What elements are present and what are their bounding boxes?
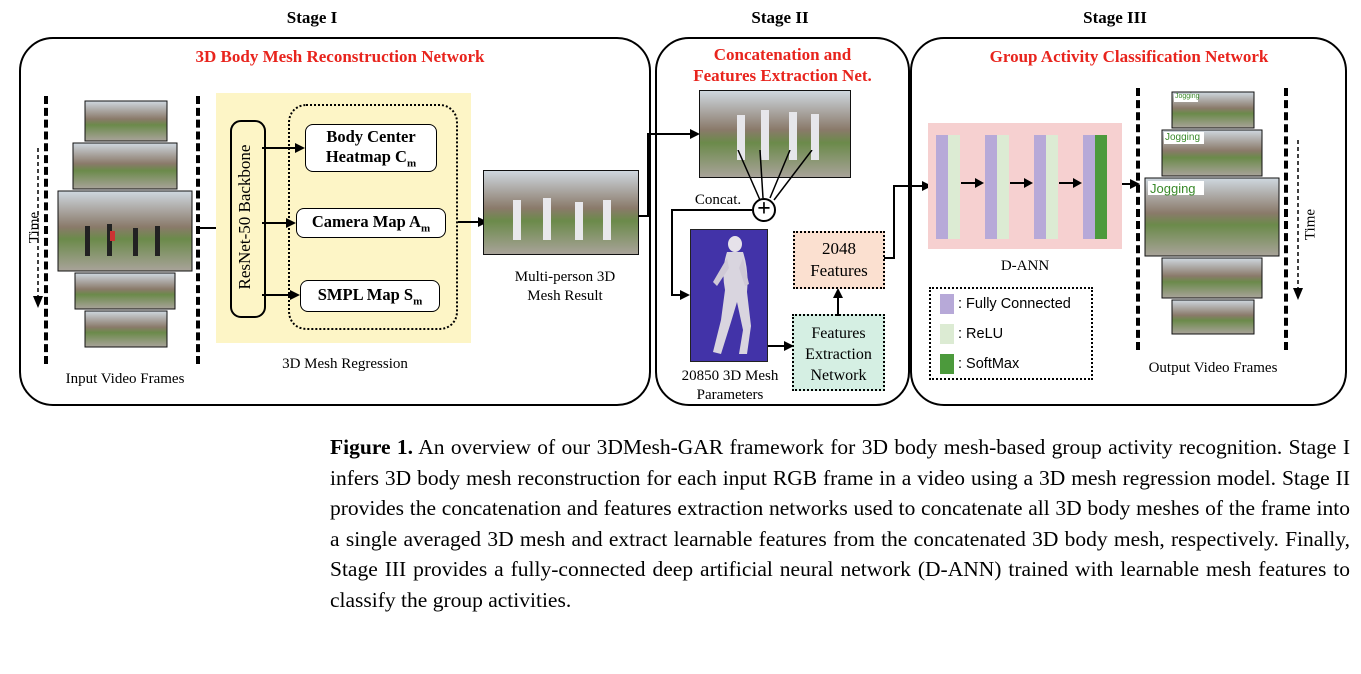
time-label-left: Time [26, 211, 43, 244]
smpl-map-wrap: SMPL Map Sm [300, 285, 440, 311]
input-dash-right [196, 96, 200, 364]
input-video-frames-label: Input Video Frames [65, 371, 185, 387]
features-line1: 2048 [822, 239, 856, 258]
legend-relu-label: : ReLU [958, 326, 1004, 342]
stage-2-subtitle-line2: Features Extraction Net. [693, 66, 872, 85]
smpl-map-sub: m [413, 295, 423, 308]
mesh-regression-label: 3D Mesh Regression [282, 356, 408, 372]
concat-to-params-path [671, 209, 752, 300]
camera-map-label: Camera Map A [311, 212, 421, 231]
stage-1-panel [19, 37, 651, 406]
legend-relu-swatch [940, 324, 954, 344]
caption-text: An overview of our 3DMesh-GAR framework … [330, 435, 1350, 612]
mesh-params-image [690, 229, 768, 362]
concat-plus-node: + [752, 197, 776, 222]
jogging-tag-1: Jogging [1175, 93, 1200, 100]
legend-softmax-swatch [940, 354, 954, 374]
output-frame-2 [1161, 129, 1263, 177]
time-label-right: Time [1302, 208, 1319, 241]
heatmap-line2: Heatmap C [325, 147, 407, 166]
mesh-body-icon [713, 236, 751, 354]
legend-fc-swatch [940, 294, 954, 314]
output-dash-right [1284, 88, 1288, 350]
arrow-to-fe [768, 341, 794, 351]
params-line1: 20850 3D Mesh [681, 368, 779, 384]
camera-map-box [296, 208, 446, 238]
output-frames-stack [1144, 91, 1280, 335]
fe-line3: Network [810, 367, 867, 384]
stage-1-title: Stage I [286, 8, 338, 27]
fc-layer-1 [936, 135, 948, 239]
concat-label: Concat. [694, 192, 742, 208]
input-frame-5 [84, 310, 168, 348]
input-frame-2 [72, 142, 178, 190]
stage-3-subtitle: Group Activity Classification Network [989, 47, 1269, 66]
relu-layer-1 [948, 135, 960, 239]
dann-layers [936, 135, 1107, 239]
mesh-result-image [483, 170, 639, 255]
legend-fc-label: : Fully Connected [958, 296, 1071, 312]
input-frame-3 [57, 190, 193, 272]
arrow-to-output [1122, 179, 1140, 189]
arrow-to-features [833, 288, 843, 316]
fc-layer-3 [1034, 135, 1046, 239]
smpl-map-label: SMPL Map S [317, 285, 414, 304]
input-frame-1 [84, 100, 168, 142]
resnet-backbone-box [230, 120, 266, 318]
fe-line2: Extraction [805, 346, 872, 363]
stage-1-subtitle: 3D Body Mesh Reconstruction Network [195, 47, 485, 66]
heatmap-box [305, 124, 437, 172]
stage-2-panel [655, 37, 910, 406]
legend-box [929, 287, 1093, 380]
stage-2-subtitle-line1: Concatenation and [713, 45, 852, 64]
features-2048-box [793, 231, 885, 289]
output-frame-1 [1171, 91, 1255, 129]
time-arrow-left-svg [33, 148, 43, 308]
output-frame-5 [1171, 299, 1255, 335]
backbone-to-heads-arrows [262, 143, 305, 300]
stage-3-panel [910, 37, 1347, 406]
features-line2: Features [810, 261, 868, 280]
input-frames-stack [57, 100, 193, 348]
jogging-tag-2: Jogging [1165, 132, 1201, 143]
input-frame-4 [74, 272, 176, 310]
fc-layer-4 [1083, 135, 1095, 239]
params-line2: Parameters [696, 387, 764, 403]
concat-mesh-image [699, 90, 851, 178]
stage-3-title: Stage III [1083, 8, 1147, 27]
output-dash-left [1136, 88, 1140, 350]
smpl-map-box [300, 280, 440, 312]
result-line1: Multi-person 3D [514, 269, 616, 285]
legend-softmax-label: : SoftMax [958, 356, 1020, 372]
output-video-frames-label: Output Video Frames [1148, 360, 1278, 376]
fc-layer-2 [985, 135, 997, 239]
regression-heads-group [288, 104, 458, 330]
concat-arrows [737, 150, 813, 201]
features-to-dann [884, 181, 932, 259]
heatmap-sub: m [406, 157, 417, 170]
time-arrow-right [1293, 140, 1303, 300]
camera-map-sub: m [420, 222, 431, 235]
fe-line1: Features [811, 325, 866, 342]
result-line2: Mesh Result [527, 288, 603, 304]
input-dash-left [44, 96, 48, 364]
stage-2-title: Stage II [751, 8, 809, 27]
caption-label: Figure 1. [330, 435, 414, 459]
heatmap-line1: Body Center [326, 127, 416, 146]
dann-label: D-ANN [1000, 258, 1050, 274]
relu-layer-2 [997, 135, 1009, 239]
time-arrow-left [33, 148, 43, 308]
camera-map-wrap: Camera Map Am [296, 212, 446, 238]
softmax-layer [1095, 135, 1107, 239]
jogging-tag-3: Jogging [1150, 181, 1196, 196]
figure-caption: Figure 1. An overview of our 3DMesh-GAR … [330, 432, 1350, 615]
output-frame-4 [1161, 257, 1263, 299]
heatmap-line2-wrap: Heatmap Cm [305, 147, 437, 173]
output-frame-3 [1144, 177, 1280, 257]
relu-layer-3 [1046, 135, 1058, 239]
connector-to-concat [638, 129, 700, 217]
resnet-backbone-label: ResNet-50 Backbone [235, 144, 254, 290]
